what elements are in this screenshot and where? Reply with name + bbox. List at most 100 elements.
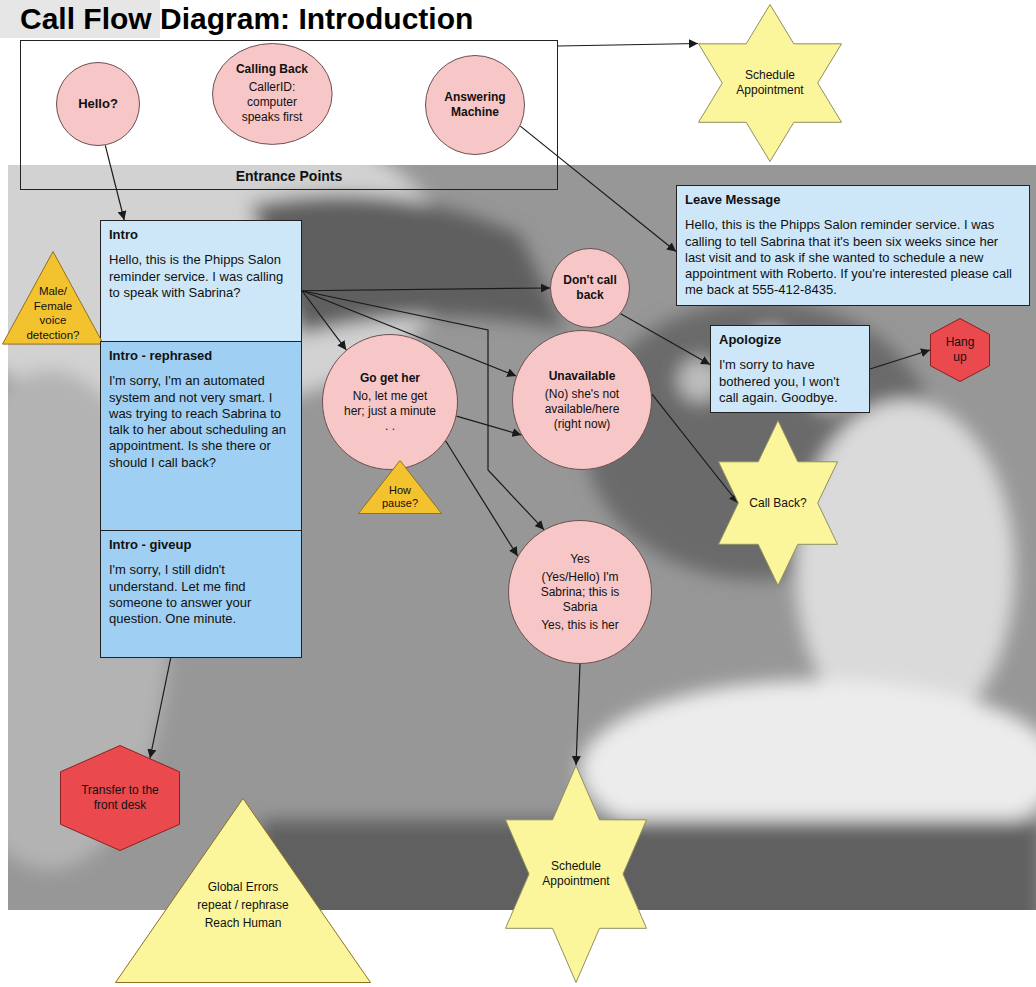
response-circle: Go get herNo, let me get her; just a min… [322, 334, 458, 470]
goal-star: Call Back? [718, 420, 838, 586]
response-circle: Yes (Yes/Hello) I'm Sabrina; this is Sabr… [508, 520, 652, 664]
note-triangle: Global Errors repeat / rephraseReach Huma… [115, 798, 371, 983]
flow-arrow [302, 288, 550, 291]
node-text: How pause? [378, 484, 422, 512]
node-texts: Schedule Appointment [727, 68, 813, 98]
node-texts: Don't call back [561, 273, 619, 303]
question-triangle: How pause? [358, 460, 442, 514]
flow-arrow [558, 44, 698, 47]
flow-arrow [520, 126, 676, 251]
entry-circle: Answering Machine [425, 55, 525, 155]
node-text: (No) she's not available/here (right now… [532, 387, 633, 432]
node-texts: Unavailable (No) she's not available/here… [532, 369, 633, 432]
prompt-box: IntroHello, this is the Phipps Salon rem… [100, 220, 302, 342]
node-texts: Global Errors repeat / rephraseReach Huma… [173, 880, 313, 931]
response-circle: Don't call back [550, 248, 630, 328]
response-circle-shape [513, 331, 652, 470]
question-triangle: Male/ Female voice detection? [2, 251, 104, 345]
prompt-box: Intro - giveupI'm sorry, I still didn't … [100, 530, 302, 658]
node-text: CallerID: computer speaks first [229, 80, 316, 125]
node-texts: Calling BackCallerID: computer speaks fi… [229, 62, 316, 125]
flow-arrow [446, 441, 518, 556]
node-texts: Intro - rephrasedI'm sorry, I'm an autom… [109, 348, 293, 471]
question-triangle-shape [359, 461, 442, 514]
node-text: Global Errors [208, 880, 279, 895]
node-heading: Intro - giveup [109, 537, 293, 553]
node-texts: Schedule Appointment [533, 859, 618, 889]
entrance-group: Entrance Points Hello? Calling BackCallerI… [20, 40, 558, 190]
flow-arrow [302, 291, 346, 350]
node-heading: Intro - rephrased [109, 348, 293, 364]
note-triangle-shape [116, 799, 371, 983]
node-texts: Male/ Female voice detection? [22, 284, 84, 342]
node-text: Transfer to the front desk [76, 783, 165, 813]
diagram-title: Call Flow Diagram: Introduction [20, 2, 473, 36]
flow-arrow [576, 664, 580, 765]
node-text: I'm sorry, I still didn't understand. Le… [109, 562, 293, 627]
response-circle-shape [551, 249, 630, 328]
node-text: Yes, this is her [541, 618, 619, 633]
node-heading: Intro [109, 227, 293, 243]
node-heading: Answering Machine [439, 90, 511, 120]
prompt-box: Intro - rephrasedI'm sorry, I'm an autom… [100, 341, 302, 531]
node-heading: Don't call back [561, 273, 619, 303]
goal-star-shape [699, 5, 842, 162]
goal-star-shape [506, 766, 647, 983]
node-text: Schedule Appointment [727, 68, 813, 98]
node-text: I'm sorry to have bothered you, I won't … [719, 357, 861, 406]
entry-circle-shape [426, 56, 525, 155]
node-texts: Hello? [68, 96, 128, 112]
node-texts: Yes (Yes/Hello) I'm Sabrina; this is Sabr… [528, 552, 632, 633]
node-texts: Answering Machine [439, 90, 511, 120]
entry-ellipse-shape [212, 44, 332, 145]
node-text: Hello, this is the Phipps Salon reminder… [109, 252, 293, 301]
question-triangle-shape [3, 252, 104, 345]
node-text: Reach Human [205, 916, 282, 931]
end-hexagon: Hang up [930, 318, 990, 382]
flow-arrow [105, 145, 124, 220]
node-text: (Yes/Hello) I'm Sabrina; this is Sabria [528, 570, 632, 615]
node-texts: Intro - giveupI'm sorry, I still didn't … [109, 537, 293, 627]
end-hexagon-shape [931, 319, 990, 382]
node-text: Hang up [938, 335, 982, 365]
node-texts: Transfer to the front desk [76, 783, 165, 813]
node-text: I'm sorry, I'm an automated system and n… [109, 373, 293, 471]
goal-star-shape [719, 421, 838, 586]
response-circle-shape [509, 521, 652, 664]
node-texts: IntroHello, this is the Phipps Salon rem… [109, 227, 293, 301]
flow-arrow [302, 291, 544, 530]
node-text: Hello, this is the Phipps Salon reminder… [685, 217, 1021, 298]
node-heading: Unavailable [549, 369, 616, 384]
prompt-box: ApologizeI'm sorry to have bothered you,… [710, 325, 870, 413]
node-texts: How pause? [378, 484, 422, 512]
entry-circle: Hello? [56, 62, 140, 146]
node-text: Schedule Appointment [533, 859, 618, 889]
node-texts: Go get herNo, let me get her; just a min… [341, 371, 439, 434]
flow-arrow [150, 658, 171, 758]
end-hexagon: Transfer to the front desk [60, 745, 180, 851]
photo-shapes [8, 165, 1036, 910]
flow-arrow [870, 350, 930, 369]
response-circle-shape [323, 335, 458, 470]
node-text: repeat / rephrase [197, 898, 288, 913]
node-texts: Leave MessageHello, this is the Phipps S… [685, 192, 1021, 299]
node-texts: Entrance Points [236, 168, 343, 186]
node-heading: Calling Back [236, 62, 308, 77]
flow-arrow [457, 416, 522, 435]
node-heading: Go get her [360, 371, 420, 386]
node-heading: Entrance Points [236, 168, 343, 186]
node-text: Male/ Female voice detection? [22, 284, 84, 342]
response-circle: Unavailable (No) she's not available/here… [512, 330, 652, 470]
goal-star: Schedule Appointment [698, 4, 842, 162]
node-text: Yes [570, 552, 590, 567]
node-heading: Apologize [719, 332, 861, 348]
node-texts: Hang up [938, 335, 982, 365]
end-hexagon-shape [61, 746, 180, 851]
node-text: Call Back? [749, 496, 806, 511]
goal-star: Schedule Appointment [505, 765, 647, 983]
entry-circle-shape [57, 63, 140, 146]
node-heading: Leave Message [685, 192, 1021, 208]
node-texts: Call Back? [742, 496, 814, 511]
node-heading: Hello? [78, 96, 118, 112]
